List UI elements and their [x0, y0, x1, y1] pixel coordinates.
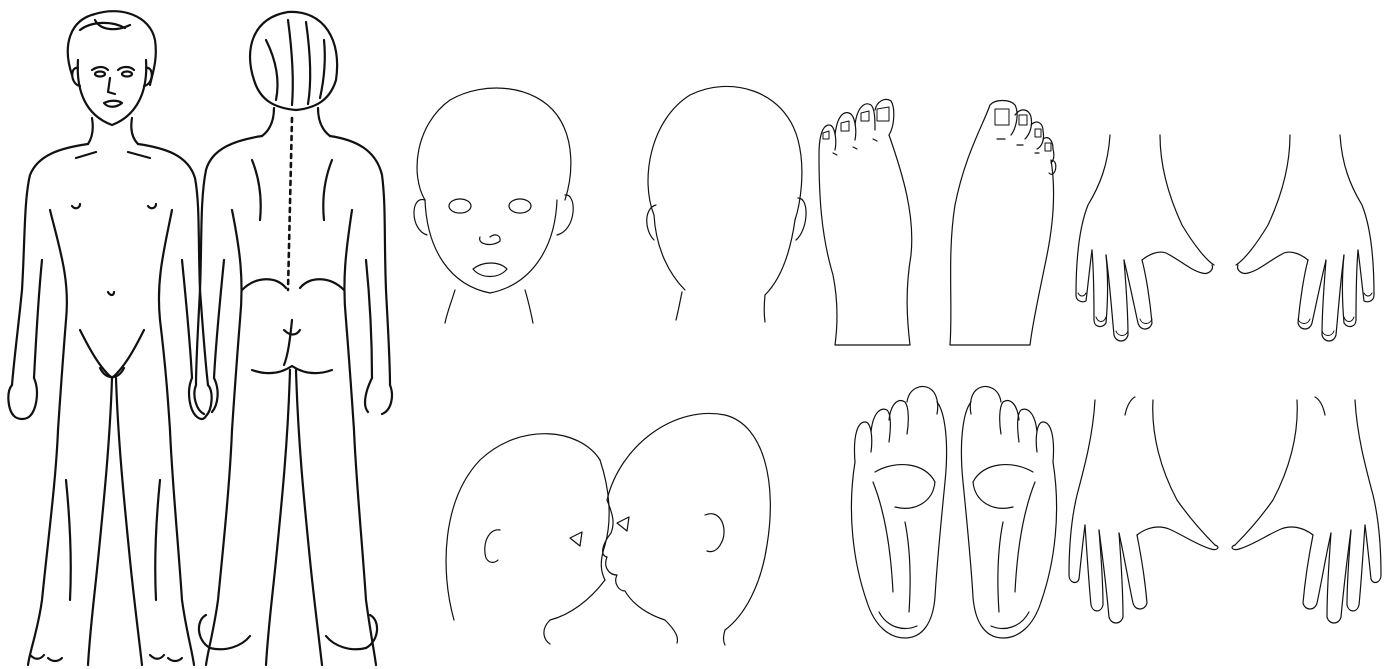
hands-back-icon	[1070, 125, 1380, 350]
body-front-icon	[0, 0, 210, 669]
head-right-side-icon	[595, 405, 775, 645]
feet-soles-icon	[845, 382, 1065, 644]
body-back-icon	[196, 0, 390, 669]
hands-palms-icon	[1065, 395, 1385, 625]
head-back-icon	[640, 80, 815, 325]
feet-top-icon	[815, 95, 1060, 350]
head-left-side-icon	[440, 420, 615, 645]
head-front-icon	[405, 85, 575, 325]
